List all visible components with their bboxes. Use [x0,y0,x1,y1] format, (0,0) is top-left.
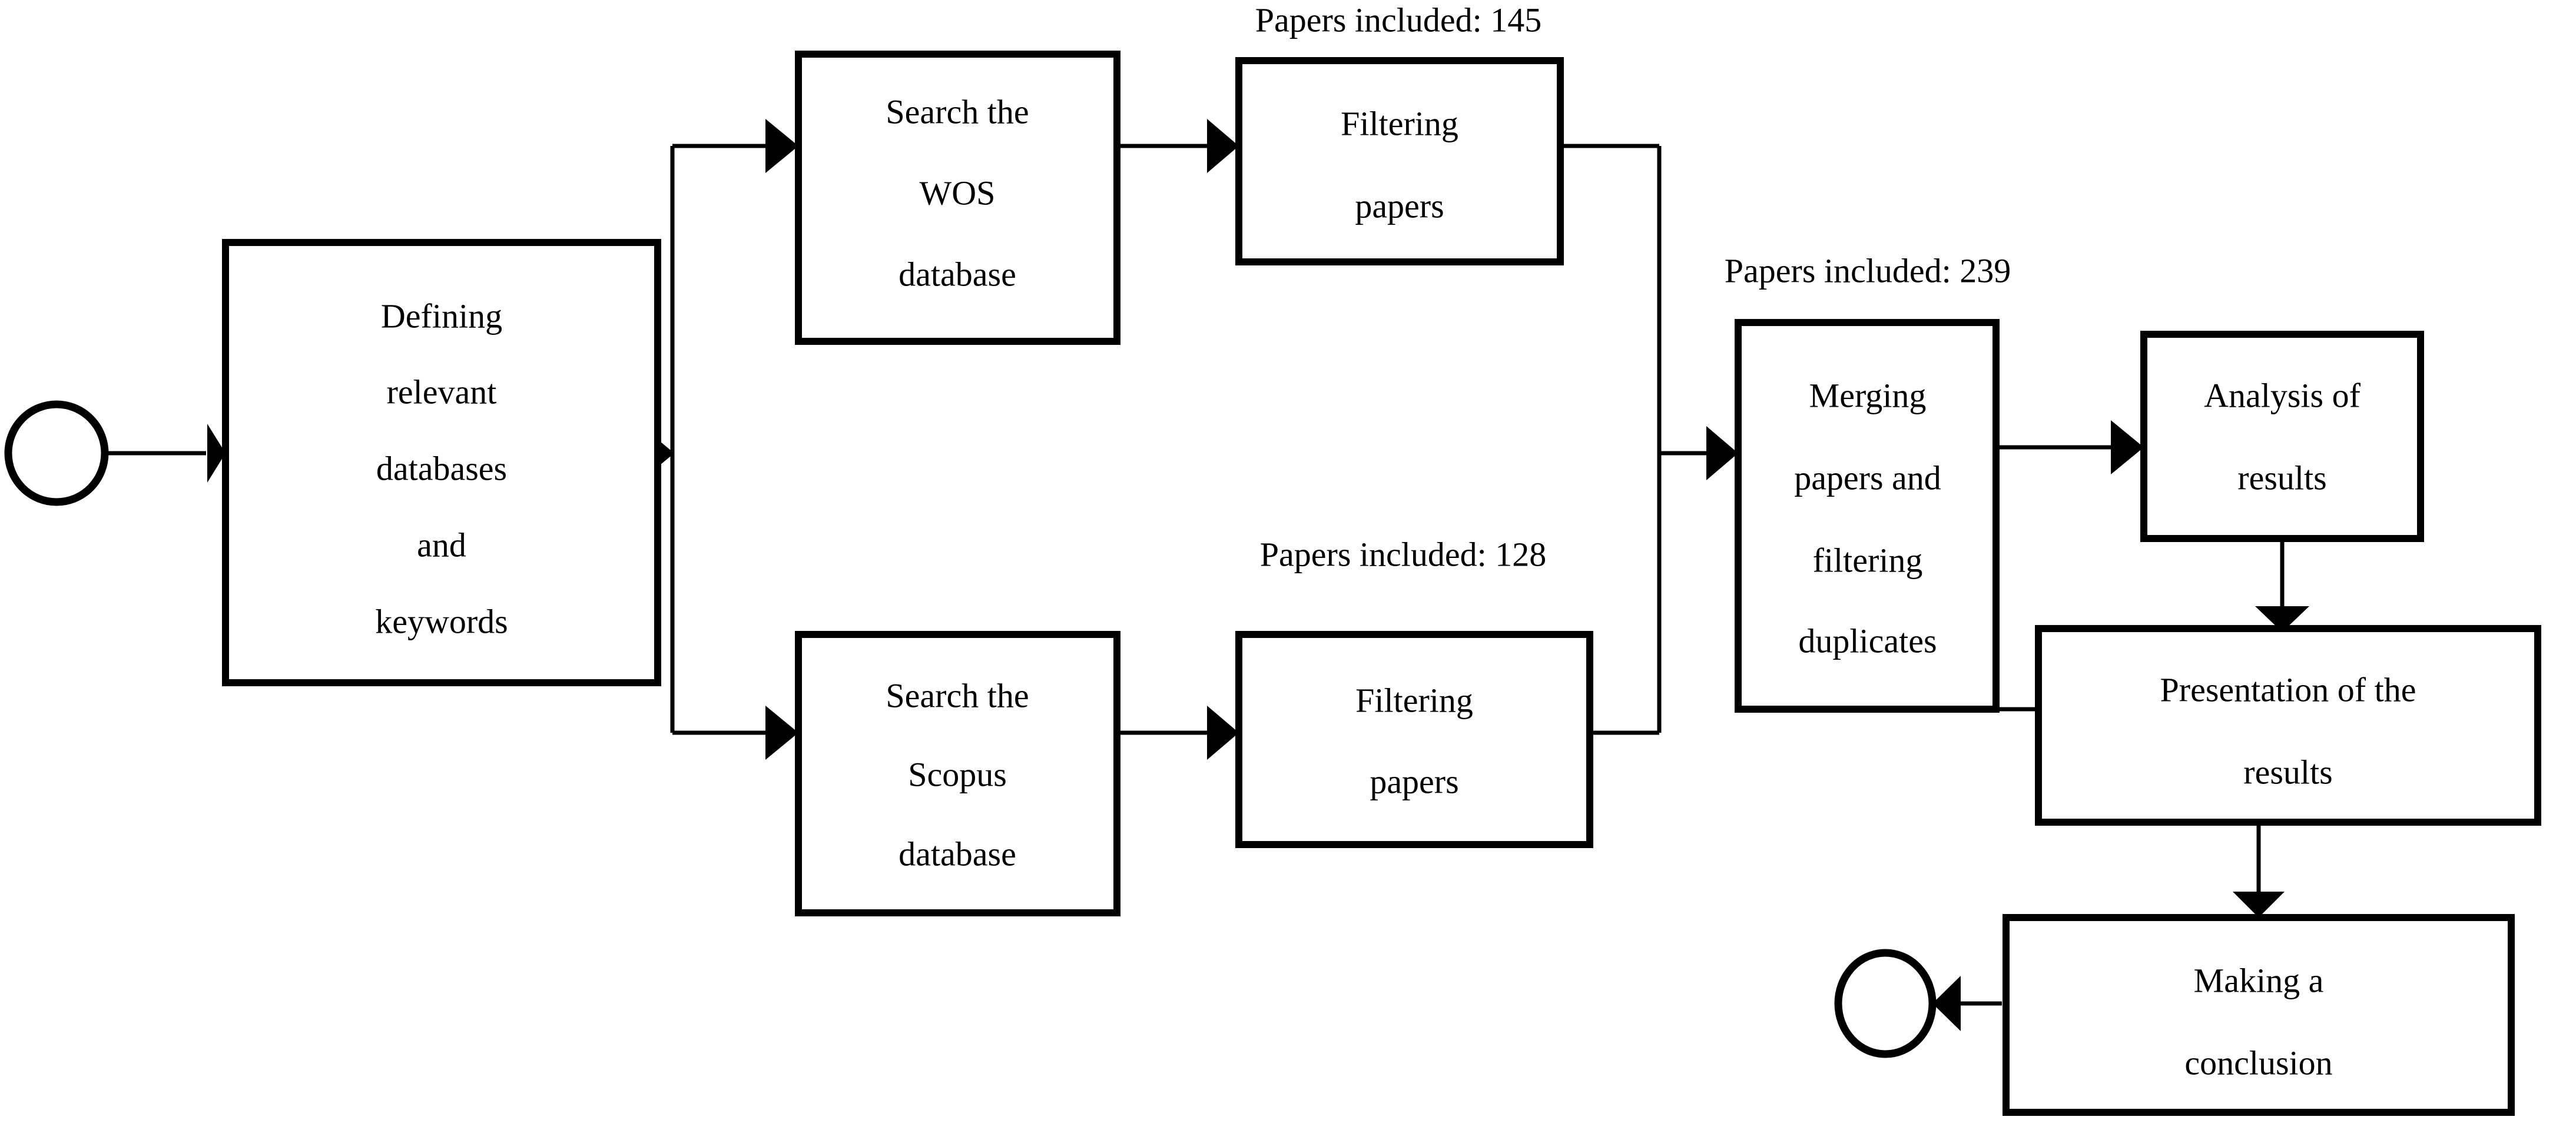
node-merging-line-3: filtering [1813,541,1923,579]
edge-merge-bus [1657,146,1738,733]
node-filter-scopus-line-2: papers [1370,762,1458,800]
edge-conclusion-to-end [1932,976,2002,1031]
node-merging-line-4: duplicates [1798,622,1937,660]
node-search-scopus[interactable]: Search the Scopus database [795,631,1120,916]
node-merging-line-2: papers and [1794,458,1941,497]
node-defining-line-5: keywords [375,602,508,640]
node-conclusion-line-1: Making a [2194,961,2324,999]
end-terminator[interactable] [1834,949,1937,1058]
node-making-conclusion[interactable]: Making a conclusion [2003,914,2515,1116]
node-defining-databases[interactable]: Defining relevant databases and keywords [222,239,661,686]
node-filter-scopus-line-1: Filtering [1355,681,1473,719]
node-merging-line-1: Merging [1809,376,1927,414]
node-search-scopus-line-1: Search the [886,676,1029,714]
edge-presentation-to-conclusion [2233,822,2285,918]
node-defining-line-3: databases [376,449,507,487]
node-analysis-line-1: Analysis of [2204,376,2361,414]
node-analysis-line-2: results [2237,458,2326,497]
node-search-wos-line-1: Search the [886,92,1029,131]
node-analysis-results[interactable]: Analysis of results [2140,331,2424,542]
node-search-wos-line-2: WOS [920,174,996,212]
node-filter-scopus[interactable]: Filtering papers [1235,631,1593,848]
node-filter-wos[interactable]: Filtering papers [1235,57,1564,265]
node-presentation-line-2: results [2243,753,2332,791]
node-merging-duplicates[interactable]: Merging papers and filtering duplicates [1735,319,2000,713]
node-search-scopus-line-3: database [899,835,1016,873]
node-conclusion-line-2: conclusion [2184,1043,2332,1082]
start-terminator[interactable] [4,400,109,506]
edge-start-to-defining [105,424,226,483]
edge-wos-to-filter [1117,119,1239,173]
edge-scopus-to-filter [1117,706,1239,760]
node-defining-line-2: relevant [387,373,497,411]
edge-split-bus [670,119,798,760]
node-defining-line-4: and [417,526,466,564]
annotation-papers-scopus: Papers included: 128 [1260,535,1546,573]
node-search-wos[interactable]: Search the WOS database [795,51,1120,345]
annotation-papers-wos: Papers included: 145 [1255,1,1541,39]
edge-analysis-to-presentation [2255,539,2309,632]
annotation-papers-merged: Papers included: 239 [1725,251,2011,290]
node-search-wos-line-3: database [899,255,1016,293]
edge-merging-to-analysis [1996,420,2144,474]
node-presentation-line-1: Presentation of the [2160,670,2416,709]
node-filter-wos-line-1: Filtering [1341,104,1458,142]
node-presentation-results[interactable]: Presentation of the results [2035,625,2541,826]
node-filter-wos-line-2: papers [1355,187,1444,225]
node-defining-line-1: Defining [381,297,502,335]
node-search-scopus-line-2: Scopus [908,755,1007,793]
